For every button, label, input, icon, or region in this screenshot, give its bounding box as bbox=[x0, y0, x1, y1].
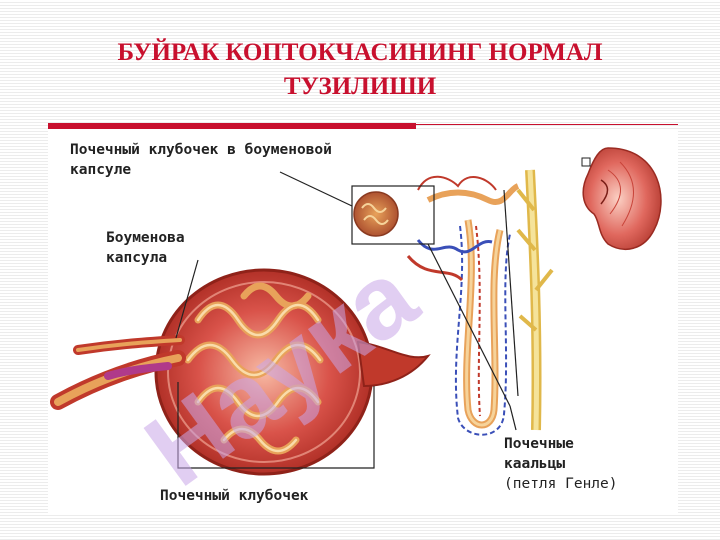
label-glomerulus-in-capsule: Почечный клубочек в боуменовой капсуле bbox=[70, 142, 332, 178]
slide-title: БУЙРАК КОПТОКЧАСИНИНГ НОРМАЛ ТУЗИЛИШИ bbox=[40, 36, 680, 104]
label-bowman-capsule: Боуменова капсула bbox=[106, 230, 185, 266]
bowman-capsule-illustration bbox=[50, 268, 431, 476]
leader-lines bbox=[175, 171, 519, 469]
title-thin-rule bbox=[416, 124, 678, 125]
label-glomerulus: Почечный клубочек bbox=[160, 488, 309, 504]
mini-glomerulus bbox=[351, 185, 435, 245]
nephron-figure: Почечный клубочек в боуменовой капсуле Б… bbox=[48, 130, 678, 514]
mini-glomerulus-box bbox=[351, 185, 435, 245]
title-accent-rule bbox=[48, 123, 416, 129]
collecting-duct bbox=[516, 169, 554, 431]
title-line-1: БУЙРАК КОПТОКЧАСИНИНГ НОРМАЛ bbox=[117, 39, 603, 66]
nephron-illustration bbox=[50, 147, 662, 476]
kidney-thumbnail bbox=[581, 147, 662, 250]
loop-of-henle bbox=[406, 175, 520, 436]
label-renal-tubules: Почечные каальцы (петля Генле) bbox=[504, 436, 618, 492]
title-line-2: ТУЗИЛИШИ bbox=[283, 73, 437, 100]
